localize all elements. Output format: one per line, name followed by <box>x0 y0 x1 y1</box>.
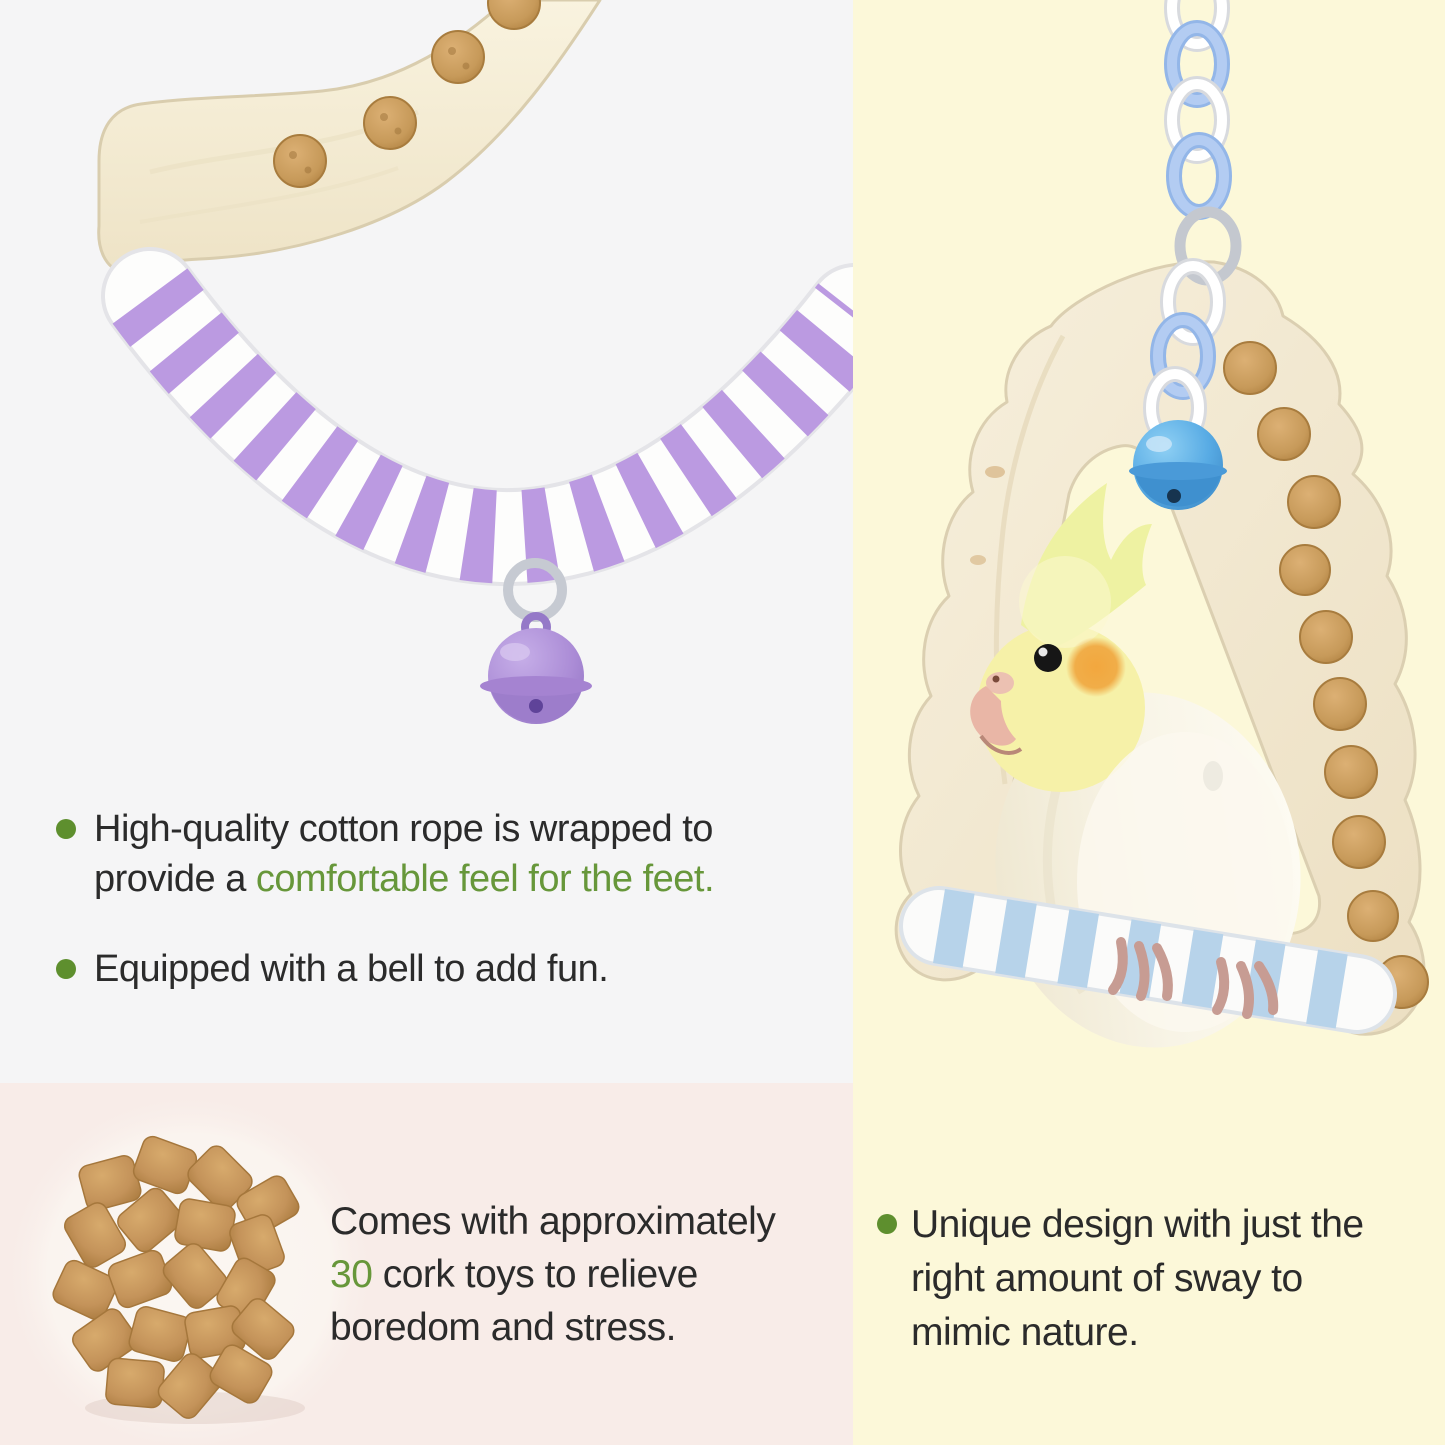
orange-cheek-patch <box>1066 637 1126 697</box>
text-line: right amount of sway to <box>911 1257 1303 1300</box>
text-line: High-quality cotton rope is wrapped to <box>94 808 713 850</box>
text-line: boredom and stress. <box>330 1306 677 1349</box>
text-line: mimic nature. <box>911 1311 1139 1354</box>
bullet-text-design: Unique design with just the right amount… <box>911 1198 1364 1360</box>
cork-knobs <box>273 0 541 188</box>
bird-feet <box>1108 937 1279 1019</box>
text-line: Unique design with just the <box>911 1203 1364 1246</box>
bullet-item-design: Unique design with just the right amount… <box>877 1198 1437 1360</box>
cockatiel-swing-photo <box>894 0 1429 1048</box>
wooden-perch-arm <box>97 0 602 283</box>
bullet-dot-icon <box>56 819 76 839</box>
text-line: provide a <box>94 858 256 900</box>
cork-caption: Comes with approximately 30 cork toys to… <box>330 1195 776 1354</box>
left-panel: High-quality cotton rope is wrapped to p… <box>0 0 853 1083</box>
rope-perch-photo <box>97 0 853 724</box>
beak <box>970 686 1016 746</box>
bullet-dot-icon <box>56 959 76 979</box>
cork-section: Comes with approximately 30 cork toys to… <box>0 1083 853 1445</box>
bird-eye <box>1034 644 1062 672</box>
bullet-item-rope: High-quality cotton rope is wrapped to p… <box>56 804 836 904</box>
cork-toys-pile <box>52 1135 300 1419</box>
bullet-text-rope: High-quality cotton rope is wrapped to p… <box>94 804 715 904</box>
feature-bullets: High-quality cotton rope is wrapped to p… <box>56 804 836 1034</box>
text-line: Comes with approximately <box>330 1200 776 1243</box>
purple-bell <box>480 628 592 724</box>
purple-rope-stripes <box>112 268 853 584</box>
bullet-text-bell: Equipped with a bell to add fun. <box>94 944 609 994</box>
text-line: cork toys to relieve <box>372 1253 699 1296</box>
highlight-text: comfortable feel for the feet. <box>255 858 715 900</box>
count-highlight: 30 <box>330 1253 373 1296</box>
blue-bell <box>1129 420 1227 510</box>
bullet-item-bell: Equipped with a bell to add fun. <box>56 944 836 994</box>
plastic-chain <box>1143 0 1242 450</box>
text-line: Equipped with a bell to add fun. <box>94 948 609 990</box>
cork-pile-photo <box>0 1088 380 1445</box>
bullet-dot-icon <box>877 1214 897 1234</box>
right-panel: Unique design with just the right amount… <box>853 0 1445 1445</box>
cotton-rope-wrap <box>101 247 853 586</box>
cork-speckles <box>289 47 470 174</box>
